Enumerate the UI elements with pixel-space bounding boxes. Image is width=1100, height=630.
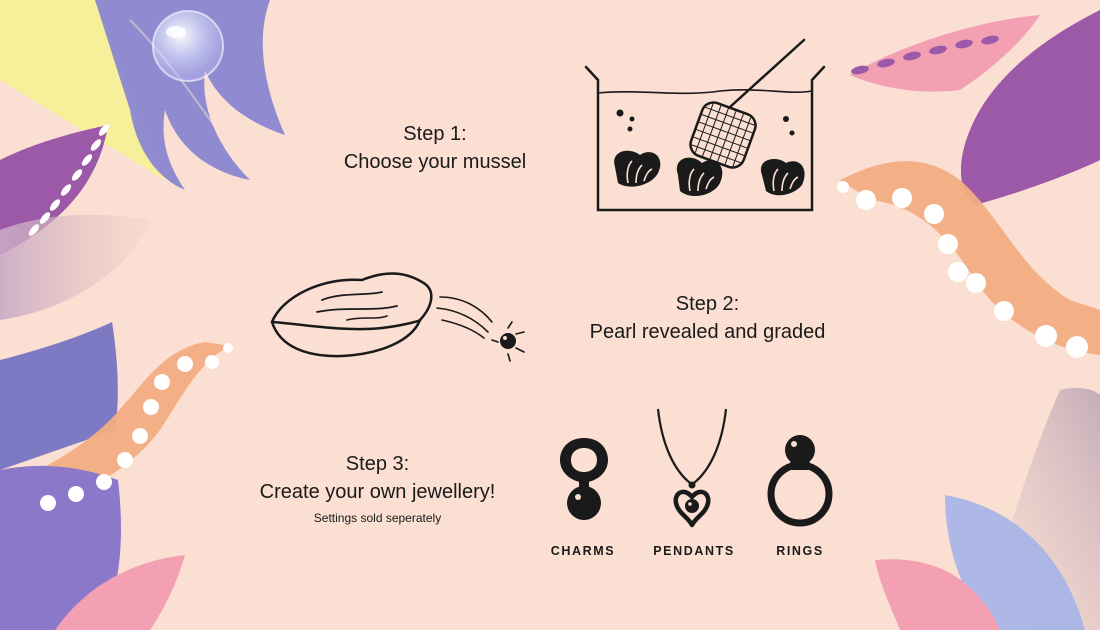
pearl-bead [851,65,869,75]
step-2-title: Step 2: [675,293,740,315]
pendant-icon [656,408,728,528]
pearl-bead [28,224,40,236]
ring-icon [767,435,833,527]
pearl-bead [71,169,83,181]
pearl-dot [40,495,56,511]
violet-shape-bottom-left [0,465,121,630]
pearl-bead [929,45,947,55]
violet-leaf [95,0,285,190]
step-3-description: Create your own jewellery! [259,481,496,503]
pearl-bead [90,139,102,151]
caption-pendants: PENDANTS [653,544,735,558]
pearl-dot [938,234,958,254]
pearl-dot [948,262,968,282]
pearl-dot [994,301,1014,321]
pearl-dot [223,343,233,353]
peach-wave-right [840,161,1100,355]
step-3-title: Step 3: [345,453,410,475]
pearl-dot [966,273,986,293]
step-3: Step 3: Create your own jewellery! Setti… [225,450,530,527]
pearl-bead [955,39,973,49]
pearl-bead [81,154,93,166]
purple-shape-right [960,10,1100,205]
pearl-dot [1066,336,1088,358]
pearl-bead [903,51,921,61]
step-1: Step 1: Choose your mussel [320,120,550,176]
step-2: Step 2: Pearl revealed and graded [555,290,860,346]
yellow-shape [0,0,165,180]
pearl-dot [837,181,849,193]
violet-shape-left [0,322,118,470]
pearl-dot [205,355,219,369]
step-1-description: Choose your mussel [343,151,527,173]
mussel-tank-icon [584,38,826,212]
charm-icon [560,438,608,520]
pearl-dot [117,452,133,468]
blue-leaf-right [945,495,1085,630]
step-3-note: Settings sold seperately [313,511,442,525]
pearl-dot [856,190,876,210]
pearl-dot [1035,325,1057,347]
pearl-bead [60,184,72,196]
pearl-bead [98,124,110,136]
pearl-dot [68,486,84,502]
pearl-dot [892,188,912,208]
oyster-pearl-icon [270,272,525,362]
pearl-dot [132,428,148,444]
pink-leaf-right [850,15,1040,92]
pearl-dot [154,374,170,390]
pink-shape-bottom-right [875,559,1000,630]
caption-rings: RINGS [776,544,824,558]
pearl-dot [143,399,159,415]
pearl-bead [39,212,51,224]
caption-charms: CHARMS [550,544,616,558]
pearl-dot [177,356,193,372]
pearl-bead [981,35,999,45]
fade-shape-left [0,214,150,320]
pearl-dot [924,204,944,224]
step-2-description: Pearl revealed and graded [589,321,826,343]
pearl-bead [49,199,61,211]
step-1-title: Step 1: [403,123,467,145]
pearl-dot [96,474,112,490]
pink-shape-bottom-left [55,555,185,630]
pearl-bead [877,58,895,68]
